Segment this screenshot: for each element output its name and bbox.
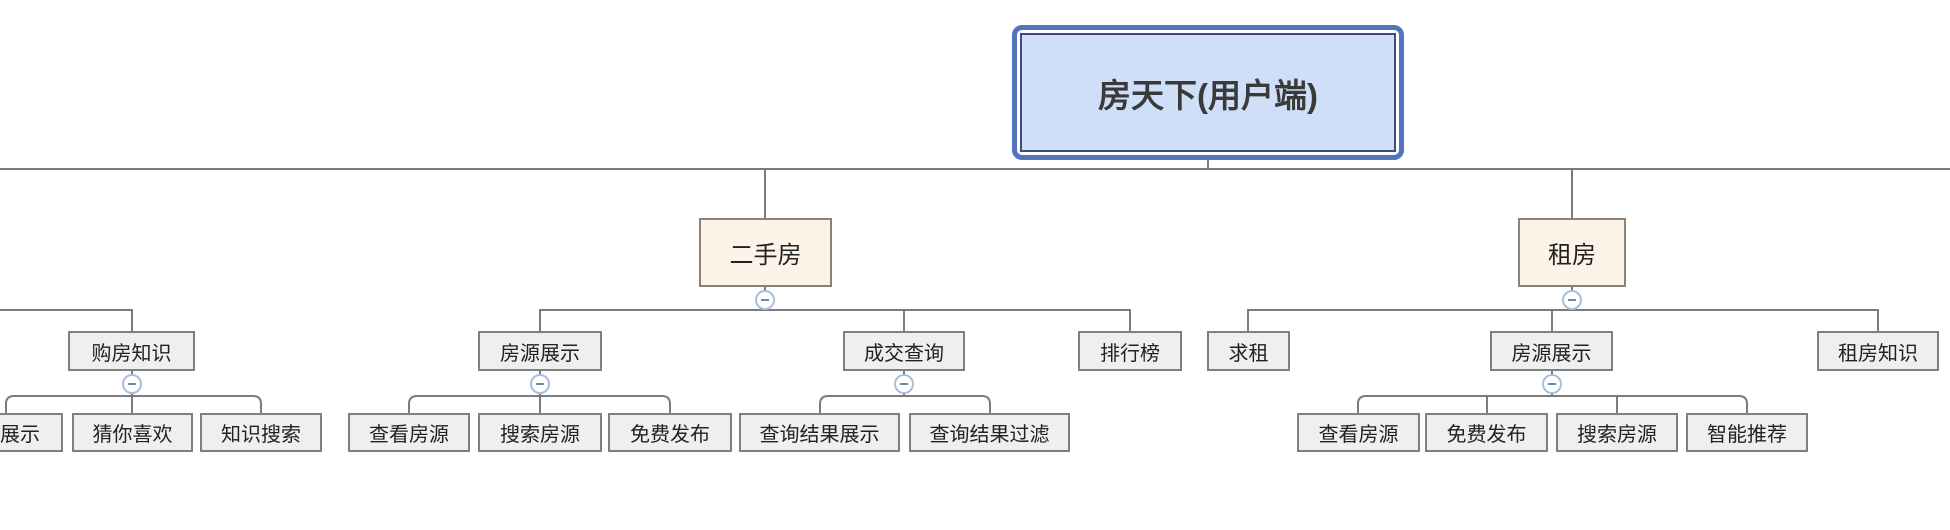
node-rent-seek[interactable]: 求租	[1207, 331, 1290, 371]
node-secondhand-publish[interactable]: 免费发布	[608, 413, 732, 452]
minus-icon	[900, 383, 908, 385]
collapse-icon-secondhand[interactable]	[755, 290, 775, 310]
node-deal-result-filter[interactable]: 查询结果过滤	[909, 413, 1070, 452]
node-root[interactable]: 房天下(用户端)	[1012, 25, 1404, 160]
node-knowledge-guess[interactable]: 猜你喜欢	[72, 413, 193, 452]
node-secondhand-view[interactable]: 查看房源	[348, 413, 470, 452]
node-secondhand-search[interactable]: 搜索房源	[478, 413, 602, 452]
connector-root-rail	[0, 159, 1950, 218]
node-rent-view[interactable]: 查看房源	[1297, 413, 1420, 452]
node-root-label: 房天下(用户端)	[1020, 33, 1396, 152]
node-rent-publish[interactable]: 免费发布	[1425, 413, 1548, 452]
node-buy-knowledge[interactable]: 购房知识	[68, 331, 195, 371]
minus-icon	[1568, 299, 1576, 301]
node-rent-knowledge[interactable]: 租房知识	[1817, 331, 1939, 371]
collapse-icon-buy-knowledge[interactable]	[122, 374, 142, 394]
node-rent-smart[interactable]: 智能推荐	[1686, 413, 1808, 452]
node-rent-search[interactable]: 搜索房源	[1556, 413, 1678, 452]
collapse-icon-deal-query[interactable]	[894, 374, 914, 394]
minus-icon	[128, 383, 136, 385]
node-knowledge-display[interactable]: 展示	[0, 413, 63, 452]
node-deal-query[interactable]: 成交查询	[843, 331, 965, 371]
connector-leaf-rails	[5, 371, 1748, 413]
node-rent-listing[interactable]: 房源展示	[1490, 331, 1613, 371]
node-deal-result-display[interactable]: 查询结果展示	[739, 413, 900, 452]
minus-icon	[761, 299, 769, 301]
collapse-icon-rent-listing[interactable]	[1542, 374, 1562, 394]
node-secondhand[interactable]: 二手房	[699, 218, 832, 287]
node-ranking[interactable]: 排行榜	[1078, 331, 1182, 371]
collapse-icon-rent[interactable]	[1562, 290, 1582, 310]
node-knowledge-search[interactable]: 知识搜索	[200, 413, 322, 452]
node-secondhand-listing[interactable]: 房源展示	[478, 331, 602, 371]
minus-icon	[1548, 383, 1556, 385]
node-rent[interactable]: 租房	[1518, 218, 1626, 287]
connector-branch-rails	[0, 287, 1879, 331]
minus-icon	[536, 383, 544, 385]
collapse-icon-secondhand-listing[interactable]	[530, 374, 550, 394]
